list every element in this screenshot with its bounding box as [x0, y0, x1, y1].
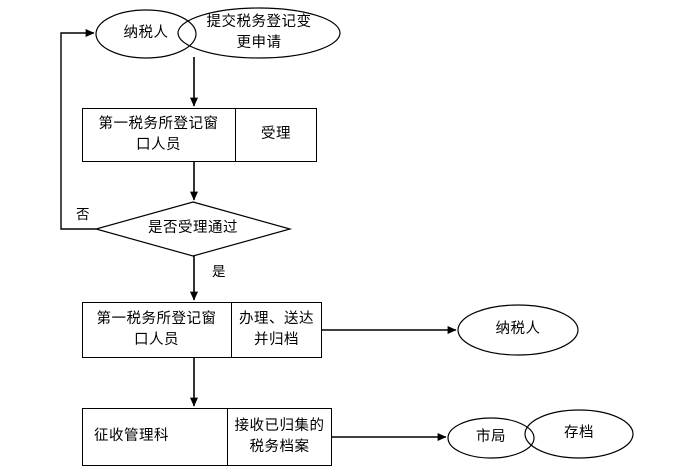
node-office-window-handle-divider	[231, 302, 232, 358]
node-city-bureau-shape	[447, 417, 535, 459]
node-taxpayer-start-shape	[95, 9, 197, 59]
node-office-window-accept-divider	[235, 108, 236, 162]
edge-label-decision-yes: 是	[212, 264, 226, 279]
node-collection-admin-shape	[82, 408, 332, 466]
node-decision-accept-shape	[93, 201, 293, 257]
edge-label-decision-no: 否	[76, 207, 90, 222]
node-office-window-accept-shape	[82, 108, 317, 162]
node-taxpayer-receive-shape	[457, 304, 579, 356]
node-submit-application-shape	[177, 7, 341, 59]
node-office-window-handle-shape	[82, 302, 322, 358]
node-archive-shape	[524, 409, 634, 459]
edge-decision-no-feedback	[60, 29, 96, 230]
node-collection-admin-divider	[227, 408, 228, 466]
